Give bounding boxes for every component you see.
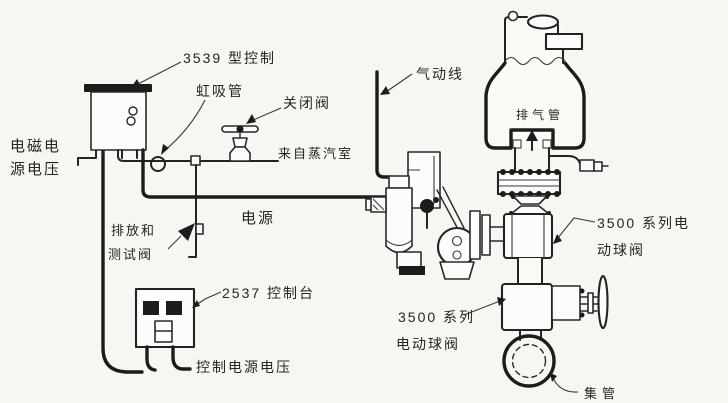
leader-console: [195, 291, 222, 306]
label-drain-test-line2: 测试阀: [108, 247, 154, 262]
tank-neck-and-elbow: [514, 147, 609, 173]
leader-pneumatic: [385, 73, 413, 93]
label-header-pipe: 集管: [584, 386, 621, 401]
console-leg-left: [145, 345, 157, 372]
label-ball-valve-upper-line1: 3500 系列电: [597, 215, 691, 231]
console-lamp-right: [166, 301, 182, 315]
upper-ball-valve: [502, 212, 554, 260]
leader-header: [552, 377, 579, 393]
drain-test-valve: [167, 223, 204, 250]
tank-side-flange: [544, 32, 584, 51]
leader-lines: [130, 61, 596, 393]
siphon-loop: [150, 156, 166, 172]
label-pneumatic-line: 气动线: [416, 66, 464, 82]
label-console-2537: 2537 控制台: [222, 285, 316, 301]
flange-stack: [496, 169, 562, 197]
pipe-tee: [190, 155, 201, 166]
tank-top-bump: [507, 10, 519, 22]
label-ball-valve-upper-line2: 动球阀: [597, 242, 645, 258]
tank-top-opening: [526, 14, 560, 30]
leader-shutoff: [250, 107, 282, 122]
console-lamp-left: [143, 301, 159, 315]
water-level-wave: [504, 56, 566, 66]
leader-ball-valve-upper: [556, 217, 596, 240]
label-control-supply: 控制电源电压: [196, 359, 292, 375]
outlet-flange-a: [469, 210, 481, 260]
lower-ball-valve: [500, 274, 609, 341]
label-from-steam-chamber: 来自蒸汽室: [278, 146, 354, 161]
controller-3539-box: [84, 84, 152, 159]
actuator-assembly: [365, 151, 505, 280]
disc-bracket: [439, 261, 475, 280]
valve-actuator-box: [551, 285, 581, 321]
electromagnetic-supply-wire: [77, 148, 144, 374]
linkage-hub: [420, 199, 434, 213]
drain-pipe: [188, 164, 197, 258]
console-leg-right: [171, 345, 192, 371]
label-exhaust-pipe: 排气管: [516, 108, 565, 122]
actuator-base: [399, 266, 425, 275]
steam-trap-tank: [484, 10, 586, 151]
shutoff-valve: [221, 125, 259, 162]
linkage-arm: [436, 186, 465, 232]
drain-valve-arrow: [178, 223, 195, 241]
pneumatic-line-pipe: [375, 70, 392, 179]
label-ball-valve-lower-line2: 电动球阀: [396, 336, 460, 352]
label-drain-test-line1: 排放和: [111, 223, 157, 238]
label-power: 电源: [241, 210, 276, 227]
valve-mid-neck: [517, 257, 543, 285]
header-ring: [502, 334, 556, 388]
label-electromagnetic-supply-line1: 电磁电: [10, 138, 62, 155]
label-shutoff-valve: 关闭阀: [283, 95, 331, 111]
inlet-arrow-head: [526, 130, 538, 141]
leader-ball-valve-lower: [463, 300, 501, 316]
label-ball-valve-lower-line1: 3500 系列: [398, 309, 476, 325]
leader-siphon: [163, 99, 206, 152]
label-siphon: 虹吸管: [196, 83, 244, 99]
leader-controller: [135, 61, 182, 86]
valve-handwheel: [597, 274, 609, 330]
label-controller-3539: 3539 型控制: [183, 50, 277, 66]
outlet-flange-b: [481, 214, 491, 256]
diaphragm-cap: [388, 175, 410, 189]
label-electromagnetic-supply-line2: 源电压: [10, 161, 62, 178]
console-2537: [134, 287, 196, 372]
valve-transition: [509, 195, 551, 215]
steam-pipe: [117, 149, 279, 258]
